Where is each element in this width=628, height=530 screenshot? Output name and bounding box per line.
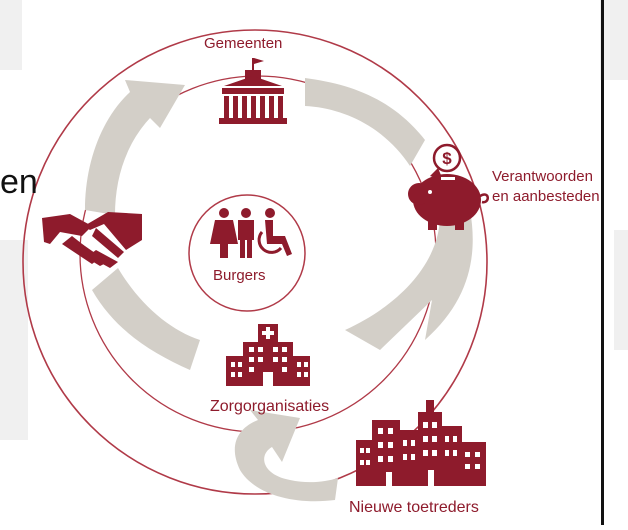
people-icon — [210, 208, 292, 258]
arrow-left — [85, 80, 185, 215]
label-gemeenten: Gemeenten — [204, 35, 283, 52]
background-shapes — [0, 0, 628, 440]
label-burgers: Burgers — [213, 267, 266, 284]
arrow-top-right — [305, 78, 425, 166]
label-verantwoorden-line1: Verantwoorden — [492, 168, 593, 185]
piggy-bank-icon: $ — [408, 143, 489, 230]
svg-text:$: $ — [442, 149, 452, 168]
label-verantwoorden-line2: en aanbesteden — [492, 188, 600, 205]
city-buildings-icon — [356, 400, 486, 486]
label-zorgorganisaties: Zorgorganisaties — [210, 398, 330, 415]
hospital-icon — [226, 324, 310, 386]
window-edge-bar — [601, 0, 604, 525]
center-circle — [188, 194, 306, 312]
cycle-arrows — [85, 78, 473, 502]
arrow-right — [345, 210, 473, 350]
town-hall-icon — [219, 58, 287, 124]
clipped-side-text: en — [0, 163, 38, 201]
handshake-icon — [42, 212, 142, 268]
arrow-bottom-left — [92, 268, 200, 370]
arrow-bottom-loop — [234, 410, 338, 502]
label-nieuwe-toetreders: Nieuwe toetreders — [349, 499, 479, 516]
outer-ring — [22, 29, 488, 495]
